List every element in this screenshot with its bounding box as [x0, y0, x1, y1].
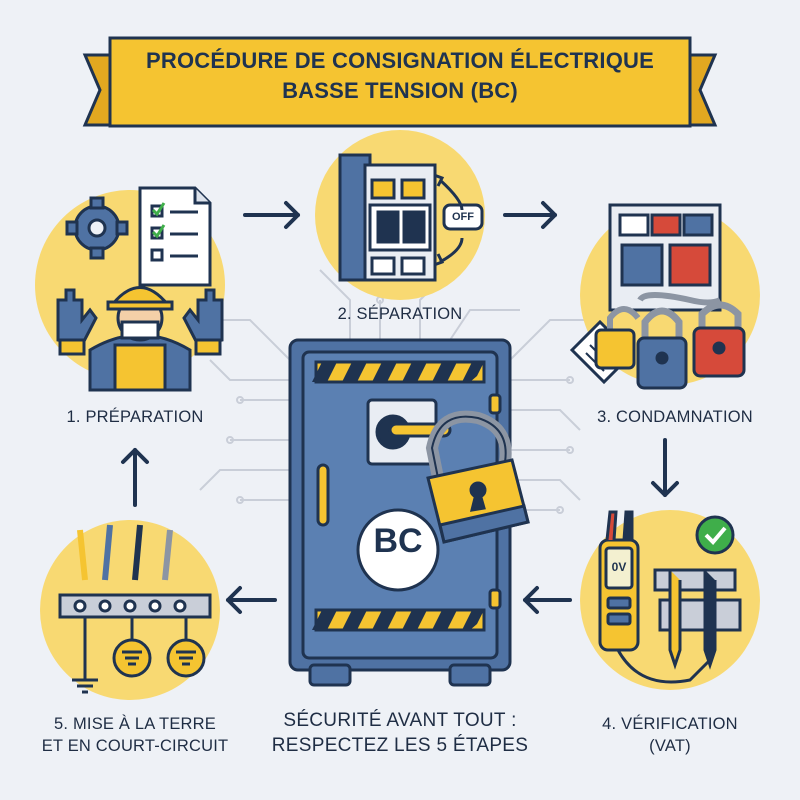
gear-icon	[65, 196, 129, 260]
step-5-label: 5. MISE À LA TERRE ET EN COURT-CIRCUIT	[20, 713, 250, 757]
title-banner-text: PROCÉDURE DE CONSIGNATION ÉLECTRIQUE BAS…	[130, 46, 670, 106]
arrow-5-to-1-icon	[121, 448, 149, 507]
arrow-3-to-4-icon	[651, 438, 679, 497]
glove-right-icon	[182, 288, 224, 356]
safe-badge-label: BC	[373, 522, 423, 560]
step-2-label: 2. SÉPARATION	[337, 305, 463, 323]
circuit-lines	[176, 269, 604, 514]
breaker-illustration	[338, 153, 484, 282]
preparation-illustration	[56, 186, 224, 392]
step-5-label-line-1: 5. MISE À LA TERRE	[54, 715, 216, 733]
center-motto-line-2: RESPECTEZ LES 5 ÉTAPES	[271, 735, 529, 756]
title-banner	[82, 36, 718, 128]
arrow-4-to-center-icon	[523, 586, 572, 614]
step-3-label: 3. CONDAMNATION	[597, 408, 753, 426]
title-line-2: BASSE TENSION (BC)	[282, 78, 518, 103]
step-5-label-line-2: ET EN COURT-CIRCUIT	[41, 737, 229, 755]
padlock-blue-icon	[636, 307, 688, 390]
padlock-yellow-large-icon	[425, 410, 530, 544]
worker-icon	[88, 286, 192, 392]
check-circle-icon	[695, 515, 735, 555]
step-4-label-line-2: (VAT)	[649, 737, 691, 755]
tester-illustration	[598, 510, 742, 684]
step-4-label: 4. VÉRIFICATION (VAT)	[570, 713, 770, 757]
ground-symbol-right-icon	[166, 617, 206, 678]
arrow-center-to-5-icon	[226, 586, 277, 614]
ground-symbol-left-icon	[112, 617, 152, 678]
lockout-illustration	[569, 203, 746, 390]
title-line-1: PROCÉDURE DE CONSIGNATION ÉLECTRIQUE	[146, 48, 654, 73]
arrow-1-to-2-icon	[243, 201, 300, 229]
center-motto-line-1: SÉCURITÉ AVANT TOUT :	[283, 710, 517, 731]
step-4-label-line-1: 4. VÉRIFICATION	[602, 715, 738, 733]
arrow-2-to-3-icon	[503, 201, 557, 229]
padlock-red-icon	[692, 301, 746, 378]
glove-left-icon	[56, 288, 98, 356]
step-1-label: 1. PRÉPARATION	[66, 408, 204, 426]
meter-display-value: 0V	[611, 560, 627, 574]
padlock-yellow-icon	[594, 306, 641, 370]
earthing-illustration	[58, 524, 212, 694]
center-motto: SÉCURITÉ AVANT TOUT : RESPECTEZ LES 5 ÉT…	[260, 708, 540, 758]
central-safe	[288, 338, 512, 687]
flow-arrows	[121, 201, 679, 614]
checklist-icon	[138, 186, 212, 287]
switch-state-label: OFF	[452, 211, 474, 223]
